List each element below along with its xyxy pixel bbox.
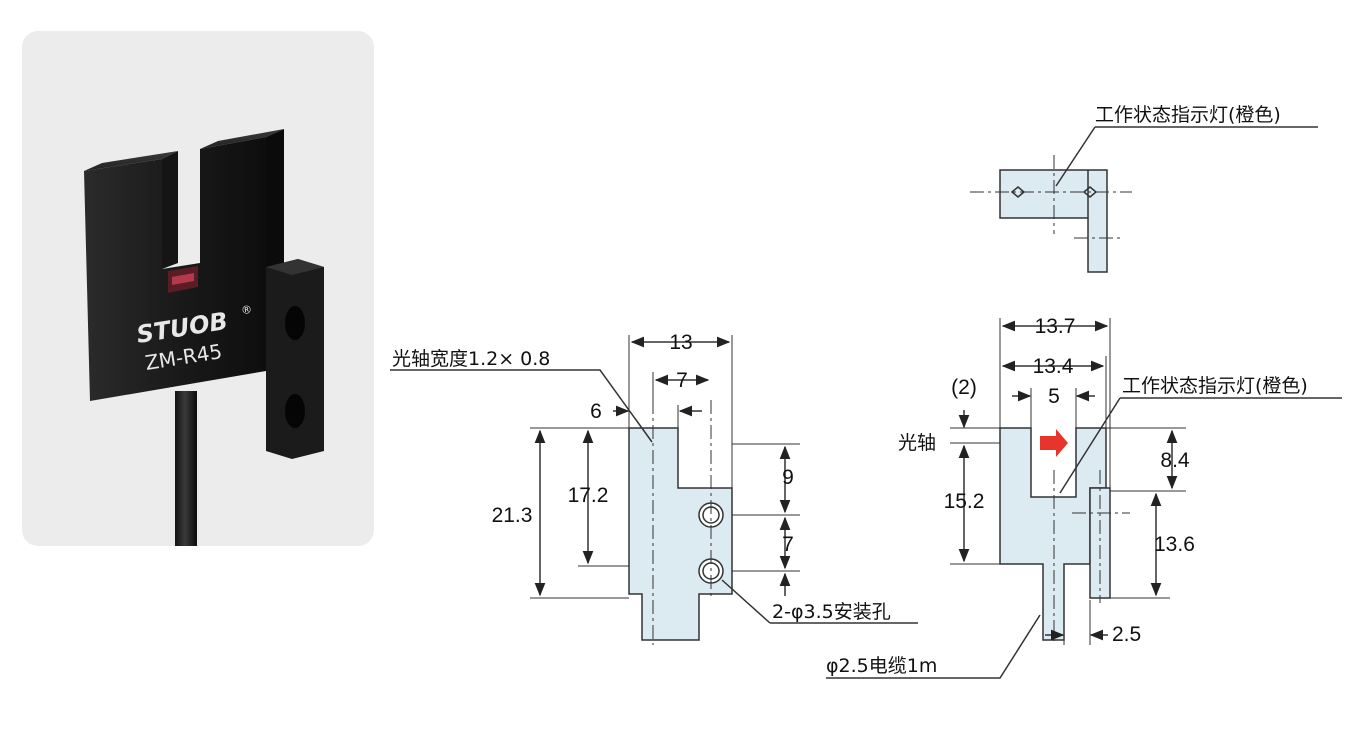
optical-axis-arrow (1040, 429, 1068, 457)
dim-side-gap: 5 (1048, 385, 1060, 408)
dim-side-body-height: 15.2 (944, 490, 985, 513)
dim-side-width-inner: 13.4 (1033, 355, 1074, 378)
cable (175, 391, 197, 546)
front-view-outline (628, 427, 733, 641)
mount-hole-lower (285, 394, 305, 428)
sensor-photo: STUOB ® ZM-R45 (84, 129, 324, 546)
optical-axis-width-label: 光轴宽度1.2× 0.8 (392, 348, 550, 370)
top-view-outline (999, 169, 1108, 273)
mount-hole-upper (285, 306, 305, 340)
dim-front-axis-offset: 6 (590, 400, 602, 423)
dim-front-height-body: 17.2 (568, 484, 609, 507)
dim-front-width: 13 (669, 331, 692, 354)
dim-side-flange-thickness: 2.5 (1112, 623, 1141, 646)
dim-front-hole-offset: 7 (676, 369, 688, 392)
mounting-flange (266, 259, 324, 459)
mount-holes-label: 2-φ3.5安装孔 (772, 601, 891, 623)
dim-front-hole-pitch: 7 (782, 533, 794, 556)
dim-front-height-total: 21.3 (492, 504, 533, 527)
dimension-drawing: 光轴宽度1.2× 0.8 工作状态指示灯(橙色) 工作状态指示灯(橙色) 光轴 … (390, 104, 1342, 679)
sensor-body (84, 137, 266, 401)
dim-side-slot-depth: 8.4 (1160, 449, 1190, 472)
cable-label: φ2.5电缆1m (826, 655, 937, 677)
brand-logo: STUOB ® ZM-R45 (135, 303, 254, 375)
svg-text:®: ® (240, 303, 253, 318)
product-photo-panel: STUOB ® ZM-R45 (22, 31, 374, 546)
indicator-label-side: 工作状态指示灯(橙色) (1122, 375, 1308, 397)
dim-side-axis-step: (2) (951, 376, 977, 399)
indicator-label-top: 工作状态指示灯(橙色) (1095, 104, 1281, 126)
dim-side-width-outer: 13.7 (1035, 315, 1076, 338)
dim-side-flange-height: 13.6 (1154, 533, 1195, 556)
dim-front-hole-top: 9 (782, 466, 794, 489)
optical-axis-label: 光轴 (898, 432, 936, 454)
